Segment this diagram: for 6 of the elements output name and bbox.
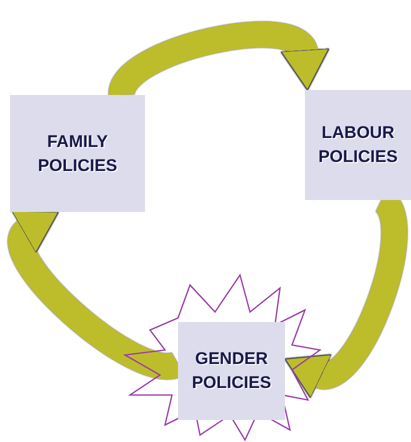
box-label: FAMILY POLICIES	[36, 130, 118, 176]
policy-box	[10, 95, 145, 212]
policy-box	[305, 90, 411, 200]
box-label: LABOUR POLICIES	[317, 122, 399, 168]
policy-box	[178, 322, 285, 420]
box-label: GENDER POLICIES	[190, 348, 272, 394]
